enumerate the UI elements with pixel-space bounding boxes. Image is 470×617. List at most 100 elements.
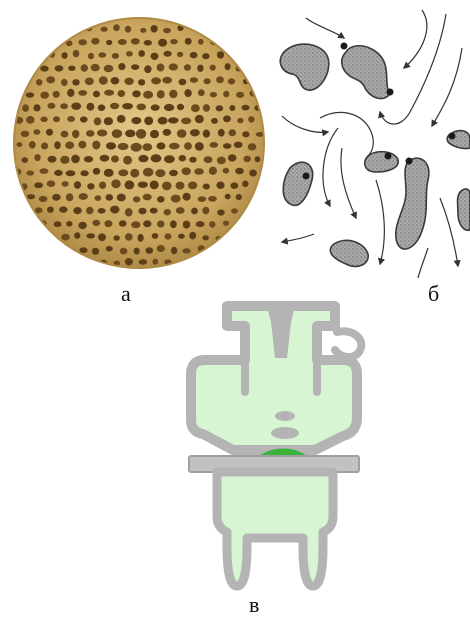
foam-pore [211,118,218,124]
foam-pore [202,207,209,215]
foam-pore [95,195,102,201]
foam-pore [99,76,108,84]
foam-pore [79,247,87,253]
inclusion-dot [341,43,348,50]
foam-pore [125,130,135,138]
foam-pore [66,193,73,201]
flow-line [404,10,427,68]
cropped-caption-strip [0,0,470,6]
foam-pore [162,77,172,84]
foam-pore [92,220,100,226]
foam-pore [118,63,125,70]
foam-pore [138,208,146,215]
foam-pore [86,233,95,238]
foam-pore [33,104,40,111]
foam-pore [209,167,217,175]
foam-pore [230,182,238,189]
foam-pore [228,78,235,84]
foam-pore [138,182,148,188]
foam-pore [157,245,165,252]
foam-pore [184,142,192,150]
foam-pore [170,39,178,44]
foam-pore [203,104,210,112]
foam-pore [198,39,204,45]
flow-line [440,198,458,266]
foam-pore [98,208,106,214]
particle-6 [330,240,368,266]
foam-pore [22,104,29,111]
foam-pore [132,90,141,97]
foam-pore [143,168,154,177]
foam-pore [16,142,22,147]
foam-pore [229,105,235,111]
foam-pore [203,130,210,138]
foam-pore [225,194,231,200]
foam-pore [47,103,55,109]
foam-pore [54,221,62,227]
foam-pore [163,28,171,34]
foam-pore [98,52,106,57]
foam-pore [86,207,94,214]
foam-pore [92,248,99,255]
foam-pore [104,117,113,125]
foam-pore [165,233,172,239]
foam-pore [53,116,60,122]
foam-pore [134,248,140,255]
foam-pore [55,65,64,71]
foam-pore [104,90,114,96]
foam-pore [153,259,159,265]
foam-pore [118,39,127,45]
foam-pore [191,208,198,215]
foam-pore [101,27,108,32]
foam-pore [124,78,133,85]
foam-pore [46,76,55,83]
foam-pore [84,156,93,162]
inclusion-dot [406,158,413,165]
foam-pore [59,206,67,212]
foam-pore [210,92,217,97]
foam-pore [47,180,56,187]
foam-pore [93,168,101,175]
particle-3 [283,162,312,205]
foam-pore [223,91,229,98]
foam-pore [118,90,126,97]
foam-pore [61,79,68,86]
foam-pore [197,65,203,72]
foam-pore [111,179,121,188]
foam-pore [133,196,140,202]
foam-pore [151,154,162,162]
foam-pore [144,65,151,73]
foam-pore [118,169,128,176]
foam-pore [169,90,177,98]
foam-pore [195,115,204,123]
foam-pore [71,103,81,110]
foam-pore [158,39,167,47]
foam-pore [216,105,224,111]
particle-2 [342,46,390,99]
foam-pore [168,117,179,123]
foam-pore [143,91,153,99]
flow-line [282,116,328,132]
foam-pore [106,194,114,201]
foam-pore [78,141,86,149]
foam-pore [80,170,88,176]
foam-pore [190,52,198,58]
flow-line [320,112,373,156]
foam-pore [88,53,94,60]
foam-pore [104,169,114,177]
foam-pore [150,181,159,190]
foam-pore [242,131,249,137]
foam-pore [169,63,178,70]
foam-pore [66,221,72,227]
foam-pore [203,184,210,190]
foam-pore [198,196,207,202]
foam-pore [169,143,180,150]
foam-pore [162,182,172,191]
foam-pore [112,53,119,59]
foam-pore [164,51,172,57]
mold-cross-section [175,300,373,592]
foam-pore [62,181,69,187]
foam-pore [112,129,122,138]
foam-pore [237,118,243,123]
mold-lower-chamber [217,472,333,586]
